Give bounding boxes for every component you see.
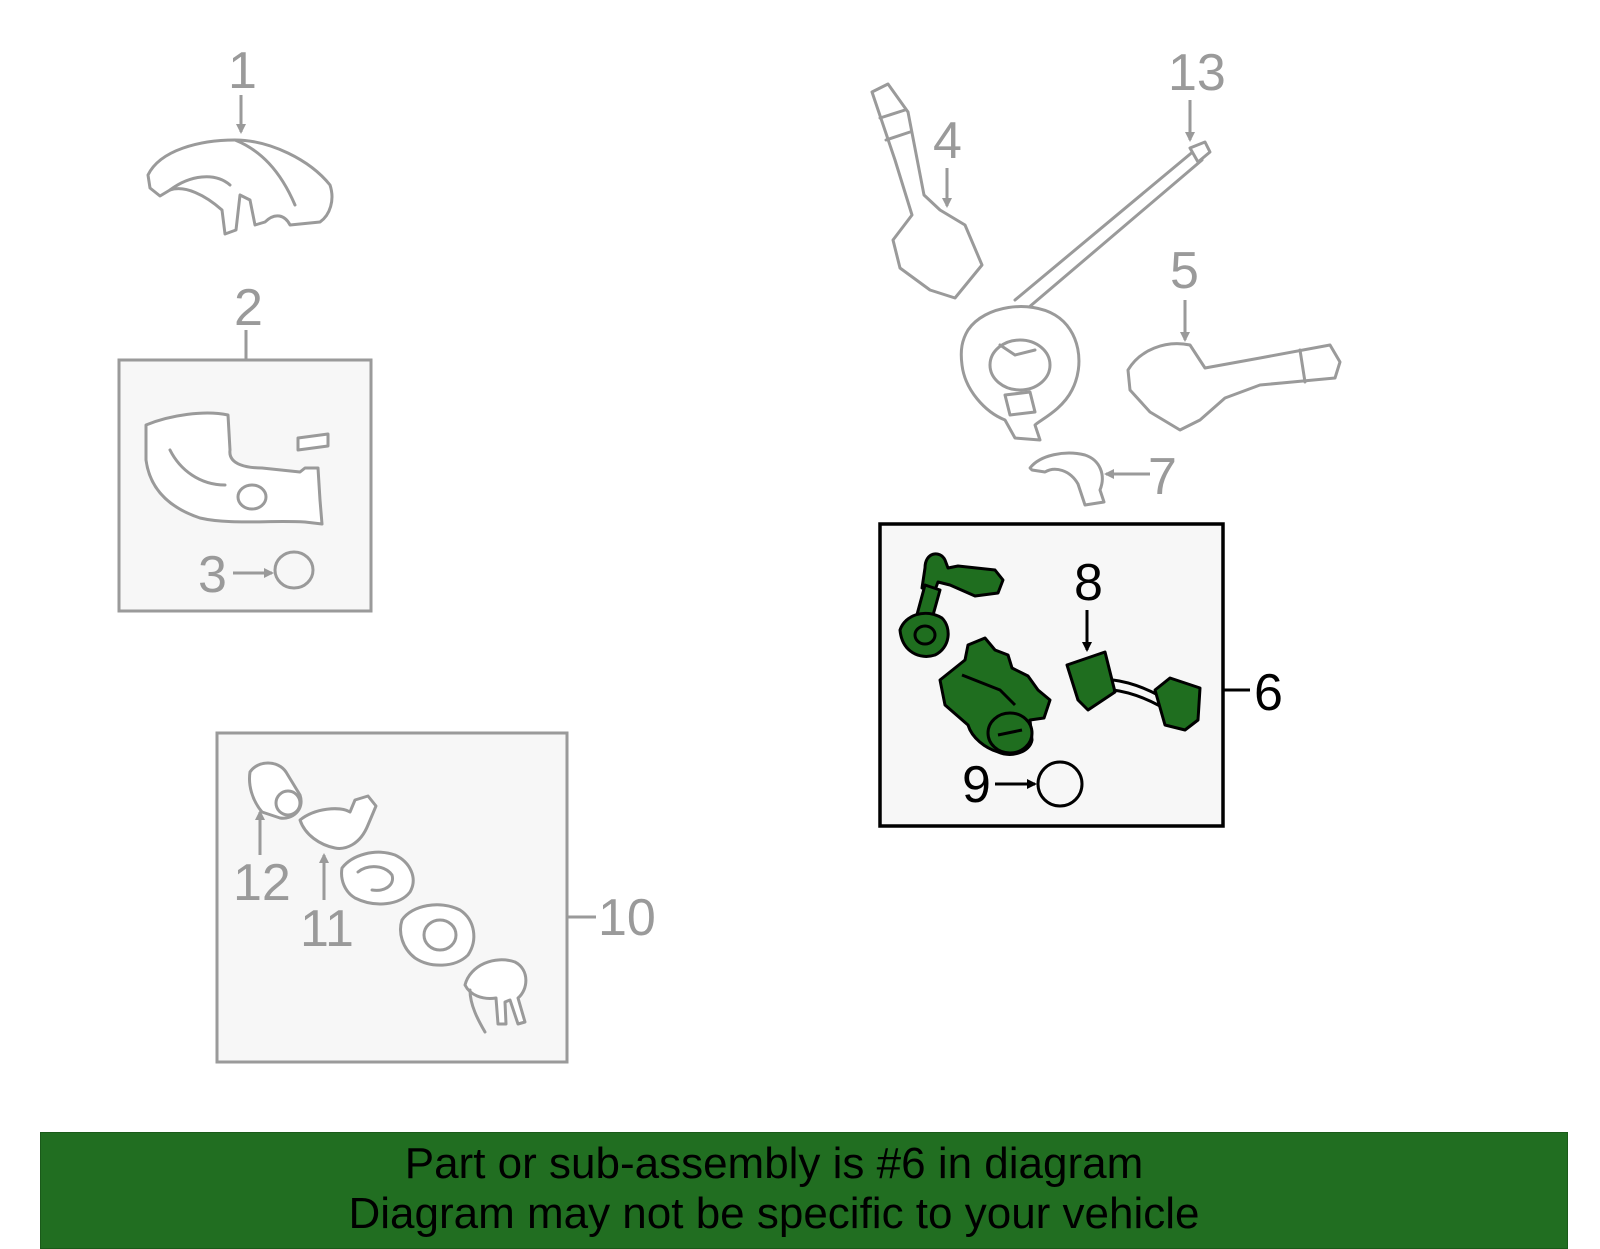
part-10-keys[interactable] (463, 958, 528, 1034)
label-1: 1 (228, 42, 257, 100)
banner-line-1: Part or sub-assembly is #6 in diagram (404, 1139, 1144, 1188)
part-10-lock-ring[interactable] (399, 903, 476, 967)
part-6-ignition-assembly[interactable] (898, 552, 1052, 756)
part-7-bracket[interactable] (1028, 451, 1106, 507)
part-1-upper-cover[interactable] (146, 138, 334, 236)
part-4-switch-left[interactable] (870, 82, 984, 300)
info-banner: Part or sub-assembly is #6 in diagram Di… (40, 1132, 1568, 1249)
label-13: 13 (1168, 44, 1226, 102)
label-10: 10 (598, 889, 656, 947)
label-12: 12 (233, 854, 291, 912)
part-5-switch-right[interactable] (1126, 342, 1342, 432)
label-2: 2 (234, 279, 263, 337)
part-11-housing[interactable] (298, 794, 378, 850)
part-2-lower-cover[interactable] (144, 411, 330, 526)
label-9: 9 (962, 756, 991, 814)
label-4: 4 (933, 112, 962, 170)
part-8-switch[interactable] (1065, 650, 1202, 732)
part-10-bezel[interactable] (340, 850, 415, 906)
part-3-ring[interactable] (273, 550, 315, 590)
banner-line-2: Diagram may not be specific to your vehi… (348, 1189, 1200, 1238)
part-12-cylinder[interactable] (248, 761, 303, 820)
label-5: 5 (1170, 242, 1199, 300)
part-13-clock-spring[interactable] (959, 140, 1212, 442)
part-9-ring[interactable] (1036, 760, 1084, 808)
label-7: 7 (1148, 448, 1177, 506)
label-8: 8 (1074, 554, 1103, 612)
label-11: 11 (300, 900, 354, 958)
label-6: 6 (1254, 664, 1283, 722)
label-3: 3 (198, 546, 227, 604)
